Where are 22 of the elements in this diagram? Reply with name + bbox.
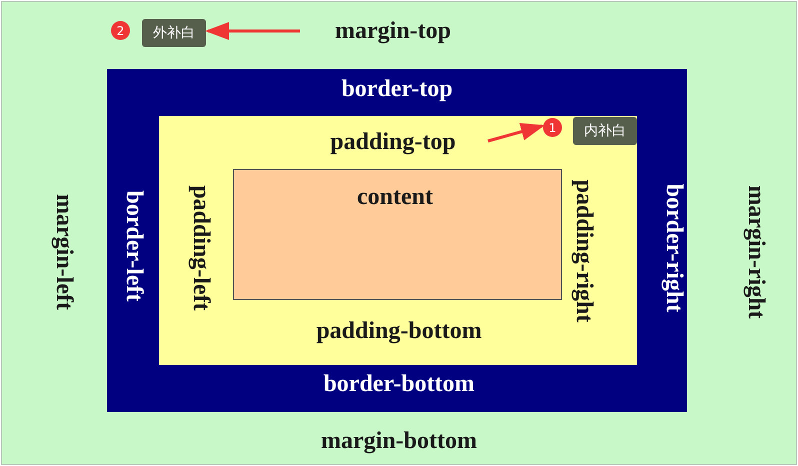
tooltip: [573, 117, 637, 145]
tooltip: [142, 19, 206, 47]
area-label: margin-bottom: [321, 429, 477, 453]
area-label: padding-bottom: [316, 319, 482, 343]
area-label: padding-right: [572, 180, 596, 322]
tooltip-text: 外补白: [153, 24, 195, 42]
area-label: padding-top: [330, 130, 456, 154]
tooltip-text: 内补白: [584, 122, 626, 140]
area-label: content: [357, 185, 433, 209]
area-label: margin-right: [744, 185, 768, 319]
area-label: border-right: [662, 184, 686, 312]
content-box: [233, 169, 562, 300]
area-label: padding-left: [189, 185, 213, 311]
area-label: margin-left: [52, 194, 76, 310]
padding-area: [159, 116, 637, 365]
area-label: border-left: [122, 190, 146, 302]
arrow: [205, 22, 300, 40]
area-label: border-bottom: [323, 372, 475, 396]
area-label: margin-top: [335, 19, 451, 43]
arrow: [488, 122, 545, 142]
border-area: [107, 69, 687, 412]
area-label: border-top: [341, 77, 453, 101]
